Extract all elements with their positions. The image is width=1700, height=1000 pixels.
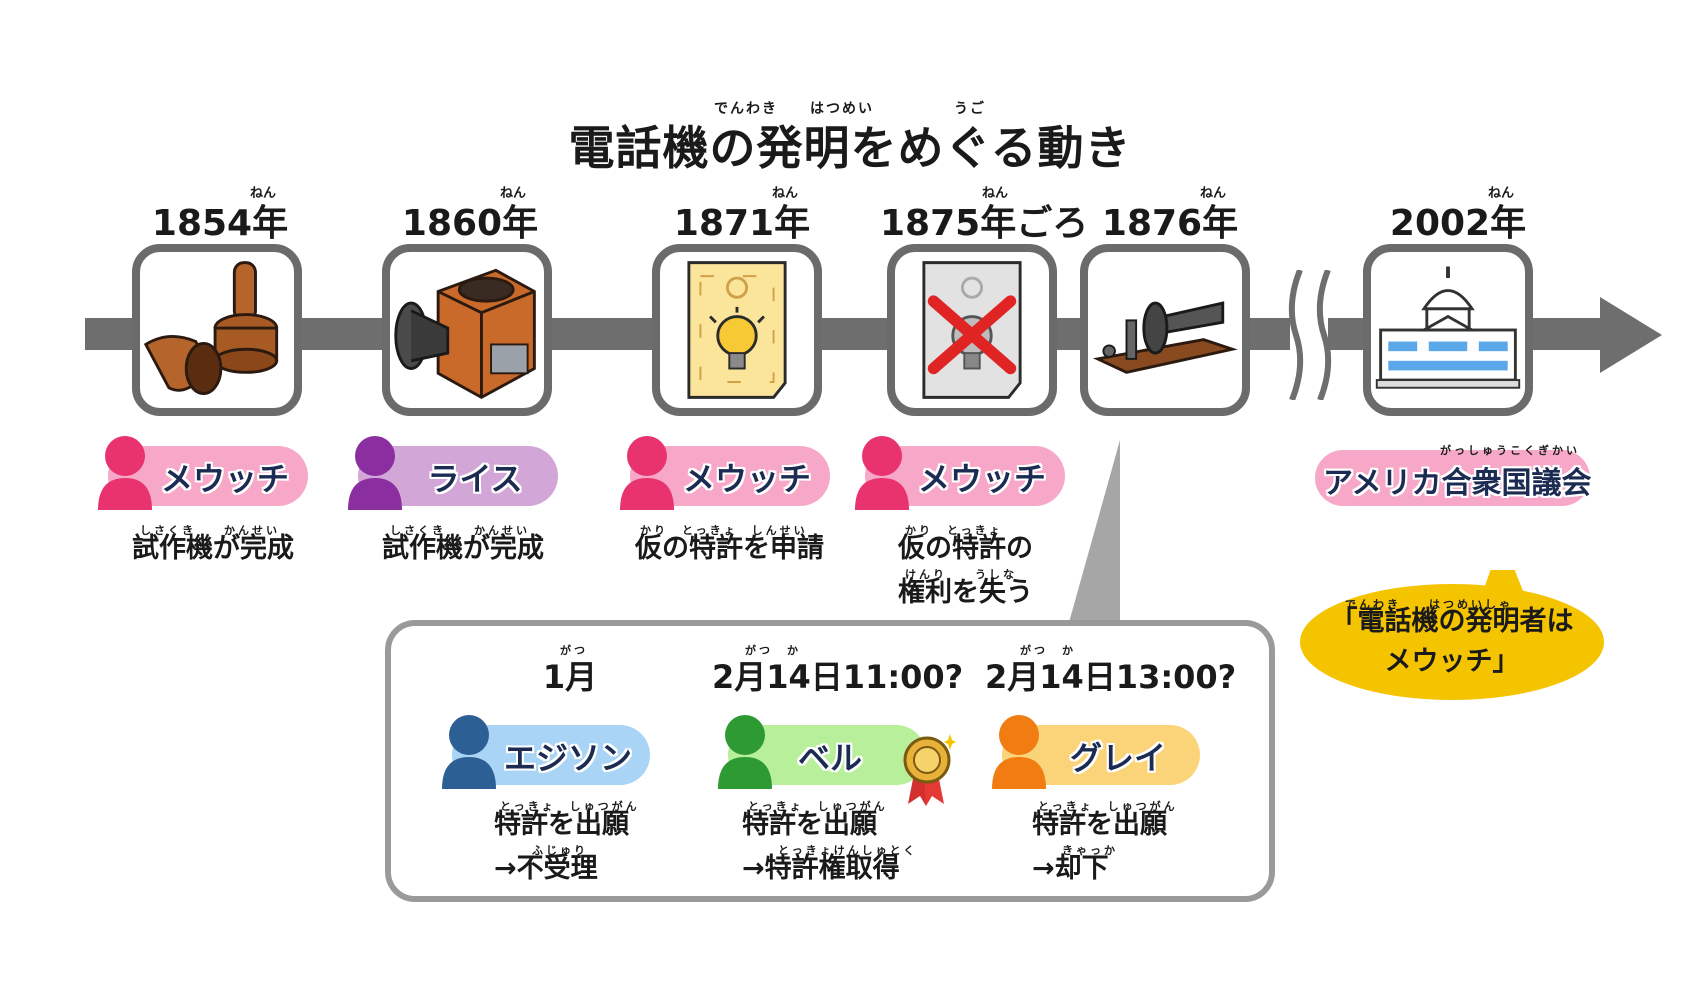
year-ruby: ねん [1200, 186, 1227, 201]
person-name: メウッチ [682, 460, 811, 498]
bell-telephone-icon [1080, 244, 1250, 416]
person-icon [348, 436, 402, 510]
year-ruby: ねん [500, 186, 527, 201]
time-label: 2月14日11:00? [712, 658, 964, 696]
time-ruby: がつ か [745, 644, 801, 657]
title-ruby: でんわき はつめい うご [714, 101, 986, 117]
break-mark-icon [1288, 270, 1304, 400]
event-description: 試作機が完成 [382, 533, 544, 564]
person-pill-bell: ベル [718, 715, 926, 789]
page-title: 電話機の発明をめぐる動き [568, 121, 1132, 175]
time-ruby: がつ か [1020, 644, 1076, 657]
desc-ruby: しさくき かんせい [390, 524, 530, 537]
lost-patent-icon [887, 244, 1057, 416]
year-2002: 2002年 [1389, 203, 1527, 244]
quote-text: 「電話機の発明者は メウッチ」 [1330, 606, 1574, 677]
congress-name: アメリカ合衆国議会 [1323, 466, 1592, 501]
congress-pill: アメリカ合衆国議会 [1315, 450, 1592, 506]
year-ruby: ねん [250, 186, 277, 201]
time-label: 2月14日13:00? [985, 658, 1237, 696]
desc-ruby: かり とっきょ しんせい [640, 524, 808, 537]
year-ruby: ねん [772, 186, 799, 201]
person-pill-meucci-1854: メウッチ [98, 436, 308, 510]
quote-ruby: でんわき はつめいしゃ [1345, 598, 1513, 611]
desc-ruby: とっきょ しゅつがん [748, 800, 888, 813]
timeline-bar [85, 318, 1615, 350]
medal-icon [903, 734, 956, 806]
person-icon [718, 715, 772, 789]
desc-ruby: ふじゅり [532, 844, 588, 857]
patent-document-icon [652, 244, 822, 416]
event-description: 特許を出願 [494, 809, 629, 840]
timeline-arrow-icon [1600, 297, 1662, 373]
desc-ruby: きゃっか [1062, 844, 1118, 857]
person-pill-gray: グレイ [992, 715, 1200, 789]
desc-ruby: かり とっきょ [905, 524, 1003, 537]
year-ruby: ねん [1488, 186, 1515, 201]
person-name: エジソン [503, 739, 632, 777]
person-name: グレイ [1069, 739, 1166, 777]
person-name: ベル [797, 739, 862, 777]
person-icon [98, 436, 152, 510]
desc-ruby: とっきょ しゅつがん [1038, 800, 1178, 813]
person-pill-meucci-1871: メウッチ [620, 436, 830, 510]
callout-pointer [1068, 440, 1120, 626]
person-name: メウッチ [160, 460, 289, 498]
year-ruby: ねん [982, 186, 1009, 201]
person-name: メウッチ [917, 460, 1046, 498]
event-description: 特許を出願 [742, 809, 877, 840]
event-description: 仮の特許の [898, 533, 1033, 564]
event-description: 特許を出願 [1032, 809, 1167, 840]
break-mark-icon [1316, 270, 1332, 400]
event-description: 仮の特許を申請 [635, 533, 824, 564]
year-1876: 1876年 [1101, 203, 1239, 244]
event-description: →不受理 [494, 853, 598, 884]
event-description: 権利を失う [898, 577, 1033, 608]
desc-ruby: とっきょ しゅつがん [500, 800, 640, 813]
event-description: →却下 [1032, 853, 1109, 884]
quote-bubble [1300, 570, 1604, 700]
event-description: 試作機が完成 [132, 533, 294, 564]
person-pill-meucci-1875: メウッチ [855, 436, 1065, 510]
person-icon [992, 715, 1046, 789]
person-icon [442, 715, 496, 789]
person-pill-rice: ライス [348, 436, 558, 510]
person-name: ライス [427, 460, 523, 498]
capitol-building-icon [1363, 244, 1533, 416]
year-1875: 1875年ごろ [880, 203, 1089, 244]
telephone-prototype-icon [132, 244, 302, 416]
year-1871: 1871年 [673, 203, 811, 244]
time-label: 1月 [542, 658, 598, 696]
year-1854: 1854年 [151, 203, 289, 244]
telephone-box-icon [382, 244, 552, 416]
desc-ruby: けんり うしな [905, 568, 1017, 581]
congress-ruby: がっしゅうこくぎかい [1440, 444, 1580, 457]
year-1860: 1860年 [401, 203, 539, 244]
time-ruby: がつ [560, 644, 588, 657]
event-description: →特許権取得 [742, 853, 900, 884]
person-pill-edison: エジソン [442, 715, 650, 789]
desc-ruby: とっきょけんしゅとく [778, 844, 918, 857]
person-icon [855, 436, 909, 510]
person-icon [620, 436, 674, 510]
desc-ruby: しさくき かんせい [140, 524, 280, 537]
